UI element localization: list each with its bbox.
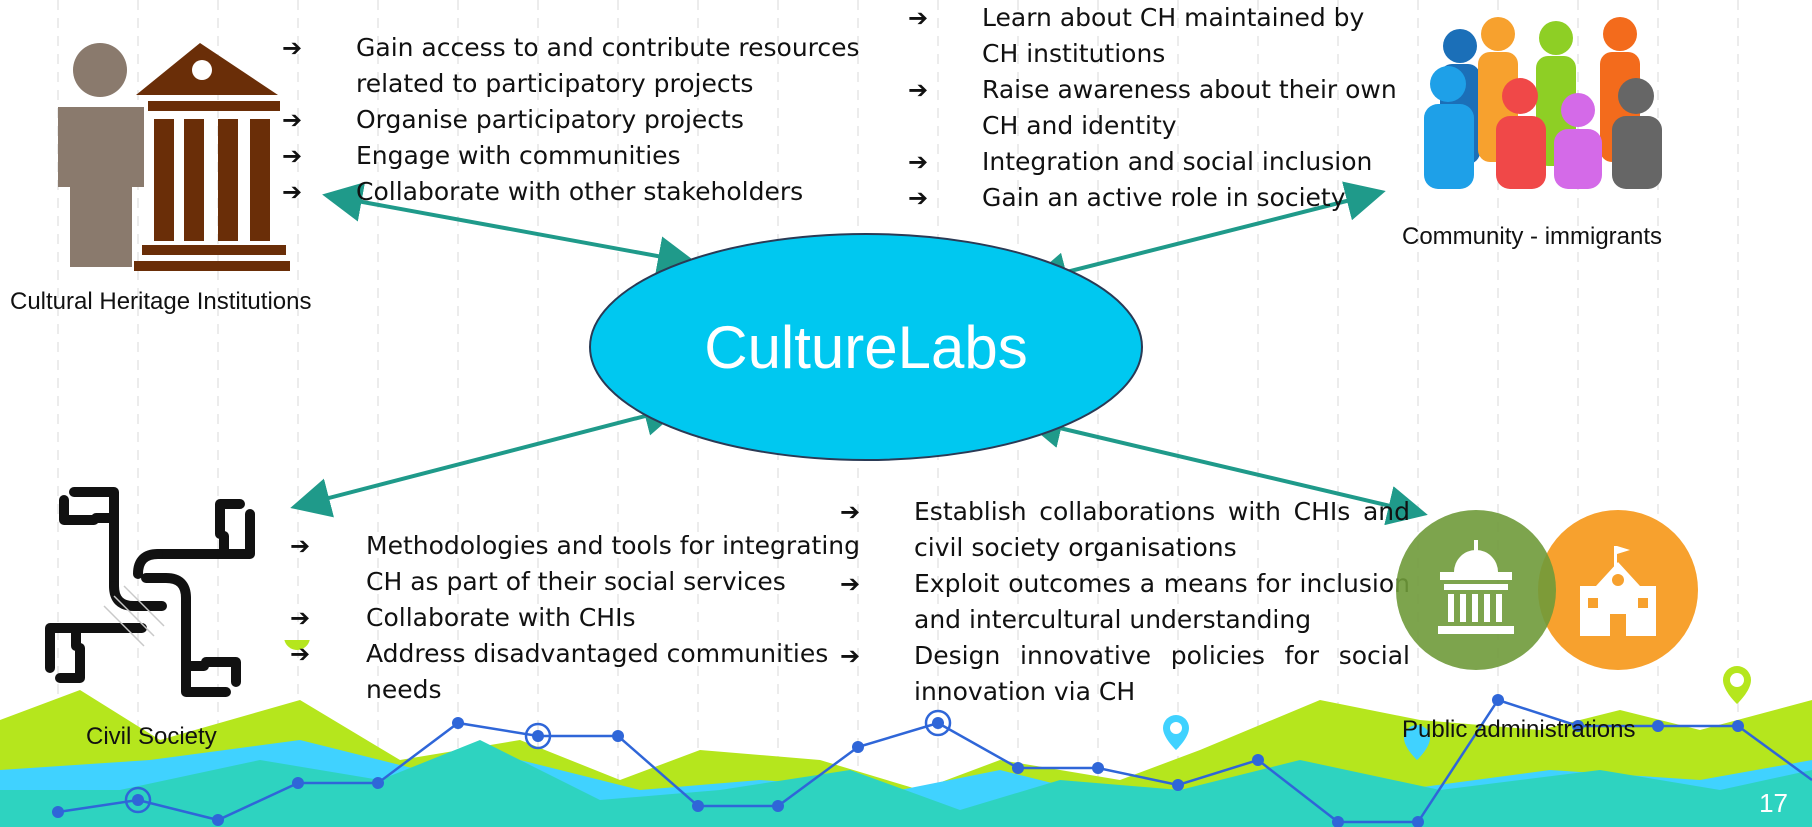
arrow-icon: ➔ [908,148,929,176]
community-people-icon [1424,17,1662,189]
arrow-icon: ➔ [282,106,303,134]
institution-icon [58,43,290,271]
list-item: ➔Exploit outcomes a means for inclusion … [840,566,1410,638]
arrow-icon: ➔ [840,642,861,670]
arrow-icon: ➔ [908,76,929,104]
list-item: ➔Organise participatory projects [282,102,862,138]
list-item: ➔Integration and social inclusion [908,144,1398,180]
page-number: 17 [1759,788,1788,818]
list-community: ➔Learn about CH maintained by CH institu… [908,0,1398,216]
arrow-icon: ➔ [840,570,861,598]
arrow-icon: ➔ [290,604,311,632]
label-civil: Civil Society [86,723,217,750]
list-item: ➔Design innovative policies for social i… [840,638,1410,710]
list-chi: ➔Gain access to and contribute resources… [282,30,862,210]
label-chi: Cultural Heritage Institutions [10,288,312,315]
list-item: ➔Engage with communities [282,138,862,174]
list-item: ➔Establish collaborations with CHIs and … [840,494,1410,566]
arrow-icon: ➔ [840,498,861,526]
arrow-icon: ➔ [282,142,303,170]
connector-civil [290,396,684,518]
arrow-icon: ➔ [290,640,311,668]
footer-landscape [0,640,1812,827]
connector-community [1027,181,1386,292]
list-item: ➔Learn about CH maintained by CH institu… [908,0,1398,72]
list-item: ➔Methodologies and tools for integrating… [290,528,880,600]
culturelabs-title: CultureLabs [704,313,1028,381]
connector-public [1022,408,1428,526]
arrow-icon: ➔ [908,184,929,212]
list-item: ➔Gain access to and contribute resources… [282,30,862,102]
list-item: ➔Raise awareness about their own CH and … [908,72,1398,144]
list-item: ➔Address disadvantaged communities needs [290,636,880,708]
list-public: ➔Establish collaborations with CHIs and … [840,494,1410,710]
culturelabs-ellipse [589,233,1143,461]
list-item: ➔Collaborate with other stakeholders [282,174,862,210]
list-item: ➔Gain an active role in society [908,180,1398,216]
label-public: Public administrations [1402,716,1636,743]
list-item: ➔Collaborate with CHIs [290,600,880,636]
public-buildings-icon [1396,510,1698,670]
list-civil: ➔Methodologies and tools for integrating… [290,528,880,708]
arrow-icon: ➔ [282,34,303,62]
arrow-icon: ➔ [290,532,311,560]
connector-chi [322,182,698,276]
handshake-icon [45,487,255,697]
arrow-icon: ➔ [908,4,929,32]
arrow-icon: ➔ [282,178,303,206]
label-community: Community - immigrants [1402,223,1663,250]
